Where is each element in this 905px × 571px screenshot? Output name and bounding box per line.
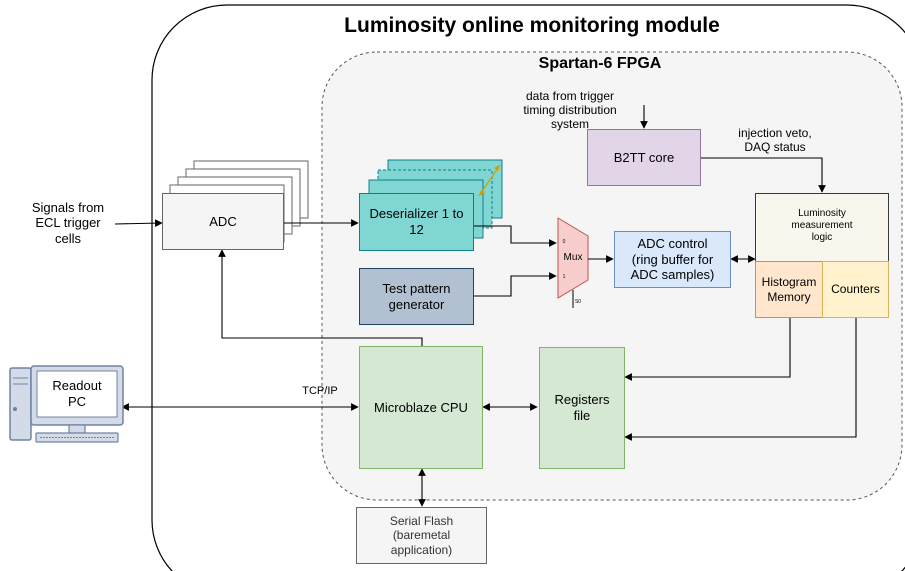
deserializer-block: Deserializer 1 to 12 [359,193,474,251]
test-pattern-generator-block: Test pattern generator [359,268,474,325]
mux-input-1-label: 1 [562,274,566,280]
serial-flash-block: Serial Flash (baremetal application) [356,507,487,564]
input-signals-label: Signals from ECL trigger cells [31,199,105,246]
b2tt-core-block: B2TT core [587,129,701,186]
histogram-memory-block: Histogram Memory [755,261,823,318]
mux-select-label: S0 [574,299,582,305]
mux-input-0-label: 0 [562,239,566,245]
readout-pc-label: Readout PC [52,378,102,409]
tcpip-label: TCP/IP [302,385,338,398]
microblaze-cpu-block: Microblaze CPU [359,346,483,469]
mux-shape [557,217,589,299]
computer-icon [9,365,124,443]
registers-file-block: Registers file [539,347,625,469]
resize-handle-icon [478,164,501,197]
connectors [114,105,857,507]
luminosity-logic-label: Luminosity measurement logic [791,208,853,243]
injection-veto-label: injection veto, DAQ status [738,126,812,154]
trigger-data-label: data from trigger timing distribution sy… [523,89,617,131]
adc-control-block: ADC control (ring buffer for ADC samples… [614,231,731,288]
counters-block: Counters [822,261,889,318]
diagram-title: Luminosity online monitoring module [344,14,720,38]
fpga-label: Spartan-6 FPGA [538,55,662,73]
adc-block: ADC [162,193,284,250]
mux-label: Mux [563,252,583,263]
